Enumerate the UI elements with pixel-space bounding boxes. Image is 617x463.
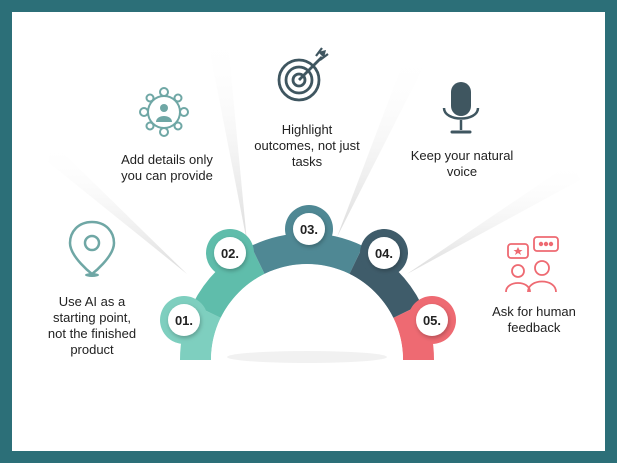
location-pin-icon (68, 220, 116, 277)
ray-1 (48, 142, 187, 274)
step-number-5: 05. (423, 313, 441, 328)
step-text-1: Use AI as a starting point, not the fini… (47, 294, 137, 357)
ring-segment-3 (251, 233, 363, 274)
ray-3 (337, 52, 427, 237)
step-text-5: Ask for human feedback (492, 304, 576, 335)
step-number-1: 01. (175, 313, 193, 328)
step-text-4: Keep your natural voice (410, 148, 514, 179)
infographic-frame: 01. 02. 03. 04. 05. (12, 12, 605, 451)
step-text-3: Highlight outcomes, not just tasks (254, 122, 360, 169)
target-icon (277, 47, 329, 102)
step-number-2: 02. (221, 246, 239, 261)
fan-diagram: 01. 02. 03. 04. 05. (48, 32, 580, 363)
step-text-2: Add details only you can provide (121, 152, 213, 183)
step-lobes: 01. 02. 03. 04. 05. (160, 205, 456, 344)
network-person-icon (139, 87, 189, 137)
ray-2 (207, 32, 247, 242)
ray-4 (407, 162, 580, 274)
step-number-4: 04. (375, 246, 393, 261)
fan-rays (48, 32, 580, 274)
step-number-3: 03. (300, 222, 318, 237)
microphone-icon (442, 82, 480, 134)
feedback-chat-icon (505, 236, 559, 293)
